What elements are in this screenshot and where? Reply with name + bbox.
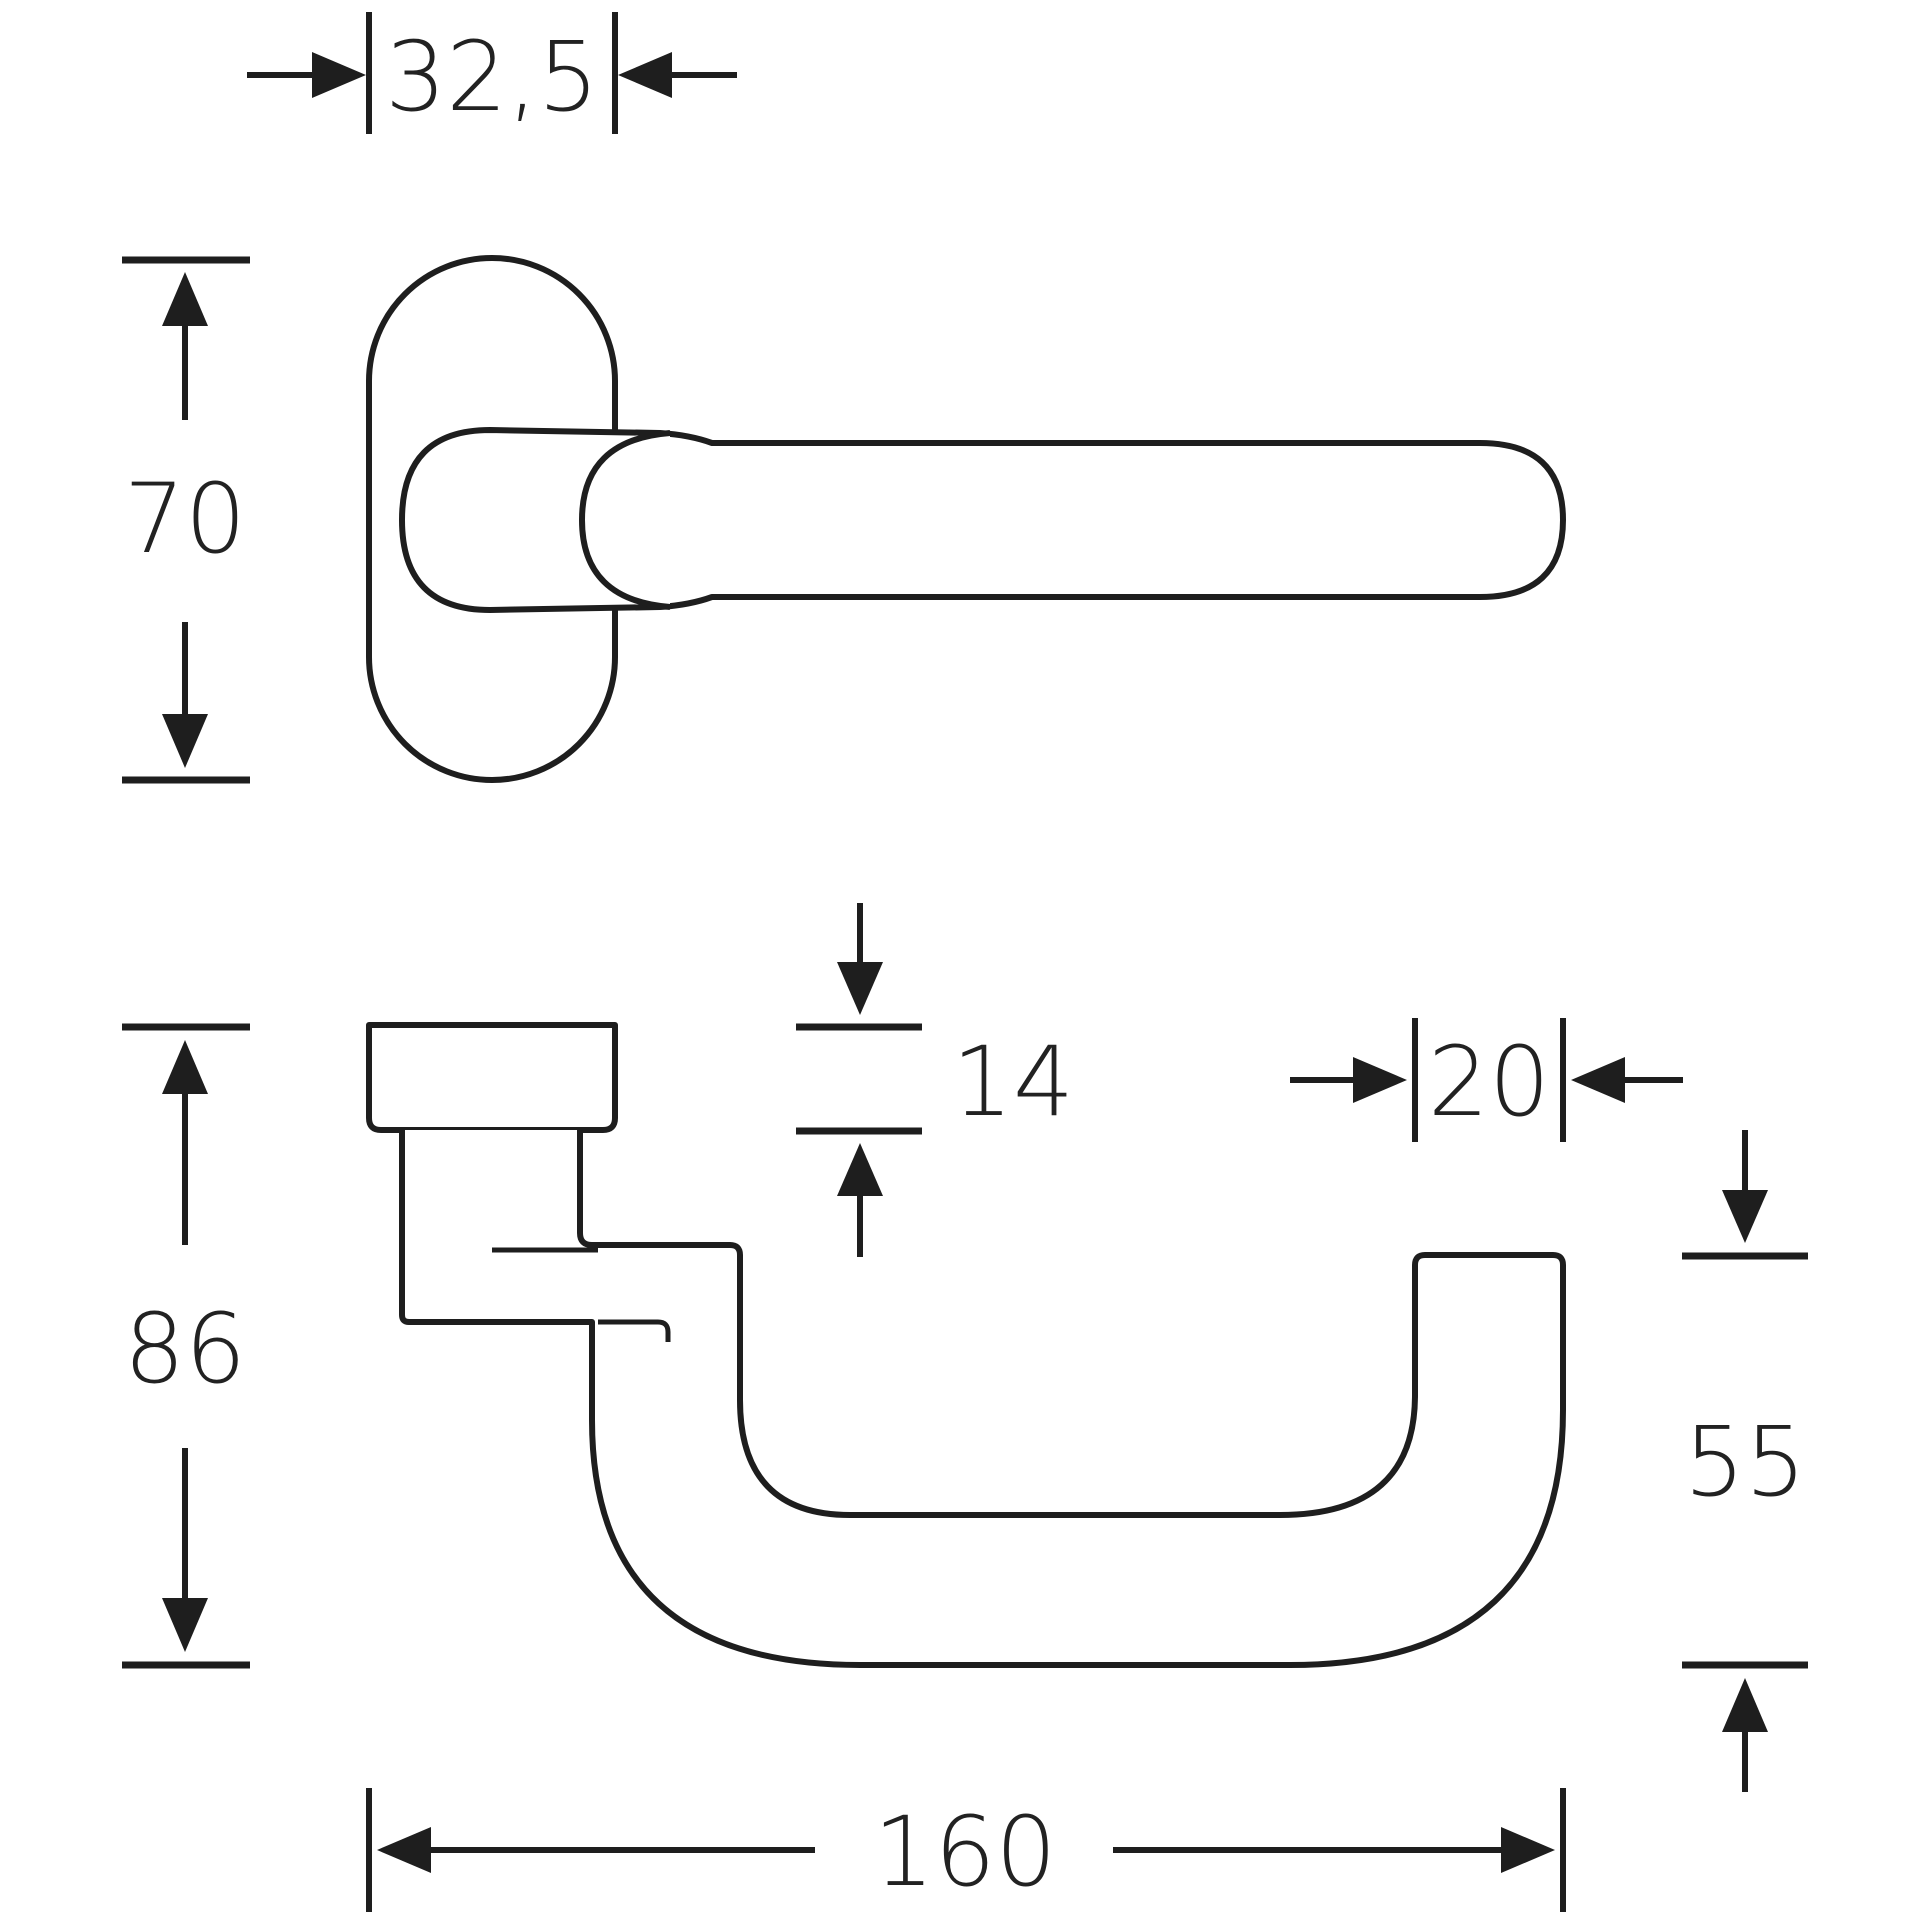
arrow-right-icon (1353, 1057, 1407, 1103)
dim-label-rose-width: 32,5 (385, 21, 599, 133)
dim-grip-diameter: 20 (1290, 1018, 1683, 1142)
front-view (366, 255, 1566, 783)
arrow-down-icon (162, 714, 208, 768)
arrow-right-icon (312, 52, 366, 98)
dim-label-grip-diameter: 20 (1428, 1026, 1550, 1138)
arrow-right-icon (1501, 1827, 1555, 1873)
dim-total-height: 86 (122, 1023, 250, 1669)
side-view (366, 1022, 1566, 1668)
arrow-left-icon (377, 1827, 431, 1873)
arrow-left-icon (618, 52, 672, 98)
dim-rose-width: 32,5 (247, 12, 737, 134)
dim-label-neck-offset: 14 (952, 1026, 1074, 1138)
dim-label-rose-height: 70 (124, 463, 246, 575)
arrow-down-icon (1722, 1190, 1768, 1243)
dim-label-total-height: 86 (124, 1293, 246, 1405)
arrow-up-icon (1722, 1678, 1768, 1732)
dim-label-total-length: 160 (873, 1796, 1056, 1908)
spindle-hook (598, 1319, 671, 1342)
dim-grip-drop: 55 (1682, 1130, 1808, 1792)
arrow-up-icon (162, 1040, 208, 1094)
arrow-up-icon (162, 272, 208, 326)
arrow-left-icon (1571, 1057, 1625, 1103)
arrow-up-icon (837, 1143, 883, 1196)
lever-collar (579, 430, 671, 610)
arrow-down-icon (837, 962, 883, 1015)
dim-rose-height: 70 (122, 256, 250, 784)
lever-arm (399, 427, 1566, 613)
lever-profile (399, 1130, 1566, 1668)
dim-total-length: 160 (366, 1788, 1566, 1912)
arrow-down-icon (162, 1598, 208, 1652)
dim-neck-offset: 14 (796, 903, 1074, 1257)
dim-label-grip-drop: 55 (1684, 1406, 1806, 1518)
rose-cap (366, 1022, 618, 1133)
